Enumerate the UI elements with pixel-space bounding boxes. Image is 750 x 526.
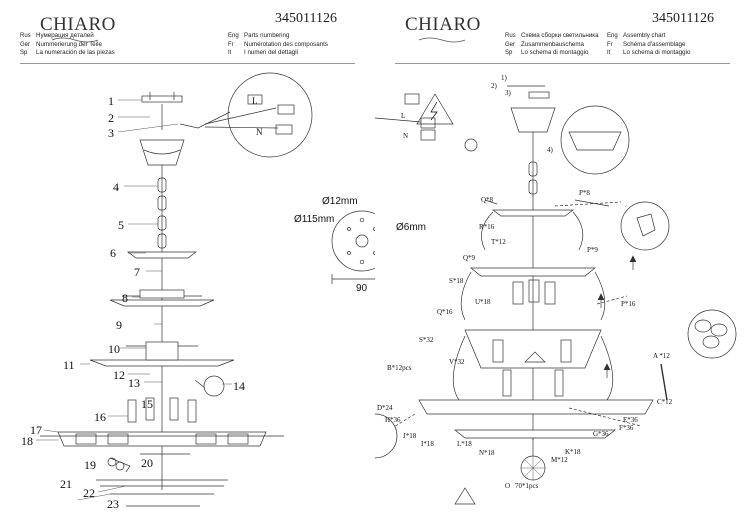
step-label: 1)	[501, 74, 507, 82]
part-number: 14	[233, 379, 245, 393]
part-number: 19	[84, 458, 96, 472]
part-label: P*9	[587, 246, 598, 254]
part-number: 13	[128, 376, 140, 390]
part-number: 21	[60, 477, 72, 491]
step-label: 2)	[491, 82, 497, 90]
part-label: H*36	[385, 416, 401, 424]
part-number: 18	[21, 434, 33, 448]
part-number: 10	[108, 342, 120, 356]
part-label: Q*16	[437, 308, 453, 316]
part-label: P*16	[621, 300, 636, 308]
brand-logo: CHIARO	[405, 14, 481, 35]
part-number: 16	[94, 410, 106, 424]
part-number: 3	[108, 126, 114, 140]
part-label: Q*8	[481, 196, 494, 204]
step-label: 4)	[547, 146, 553, 154]
part-label: F*36	[619, 424, 634, 432]
part-label: M*12	[551, 456, 568, 464]
wire-label-n: N	[403, 132, 409, 140]
dimension-d6: Ø6mm	[396, 222, 426, 233]
part-number: 15	[141, 397, 153, 411]
part-label: S*18	[449, 277, 464, 285]
product-code: 345011126	[652, 11, 714, 26]
part-number: 9	[116, 318, 122, 332]
part-number: 5	[118, 218, 124, 232]
part-number: 6	[110, 246, 116, 260]
part-number: 20	[141, 456, 153, 470]
product-code: 345011126	[275, 11, 337, 26]
wire-label-l: L	[401, 112, 406, 120]
part-label: V*32	[449, 358, 465, 366]
chandelier-exploded-diagram	[36, 72, 313, 507]
part-number: 1	[108, 94, 114, 108]
part-number: 17	[30, 423, 42, 437]
part-number: 12	[113, 368, 125, 382]
part-label: L*18	[457, 440, 472, 448]
part-label: B*12pcs	[387, 364, 412, 372]
part-label: S*32	[419, 336, 434, 344]
part-number: 2	[108, 111, 114, 125]
header-divider	[395, 63, 730, 64]
dimension-width: 90	[356, 283, 368, 294]
part-label: P*8	[579, 189, 590, 197]
part-label: A *12	[653, 352, 670, 360]
part-number: 4	[113, 180, 119, 194]
brand-logo: CHIARO	[40, 14, 116, 35]
step-label: 3)	[505, 89, 511, 97]
part-label: D*24	[377, 404, 393, 412]
part-number: 22	[83, 486, 95, 500]
part-number: 23	[107, 497, 119, 511]
brand-ornament-icon	[51, 37, 99, 43]
part-label: T*12	[491, 238, 506, 246]
part-number: 11	[63, 358, 75, 372]
mounting-plate-diagram	[331, 210, 375, 284]
part-label: G*36	[593, 430, 609, 438]
part-label: 70*1pcs	[515, 482, 539, 490]
part-number: 7	[134, 265, 140, 279]
part-label: R*16	[479, 223, 495, 231]
assembly-diagram	[375, 85, 737, 505]
part-label: J*18	[403, 432, 417, 440]
part-label: C*12	[657, 398, 673, 406]
wire-label-n: N	[256, 127, 263, 137]
part-label: O	[505, 482, 511, 490]
dimension-d12: Ø12mm	[322, 196, 358, 207]
wire-label-l: L	[252, 96, 258, 106]
part-number: 8	[122, 291, 128, 305]
part-label: N*18	[479, 449, 495, 457]
part-label: Q*9	[463, 254, 476, 262]
dimension-d115: Ø115mm	[294, 214, 335, 225]
part-label: K*18	[565, 448, 581, 456]
part-label: E*36	[623, 416, 638, 424]
part-label: U*18	[475, 298, 491, 306]
brand-ornament-icon	[418, 37, 466, 43]
part-label: I*18	[421, 440, 434, 448]
header-divider	[20, 63, 355, 64]
